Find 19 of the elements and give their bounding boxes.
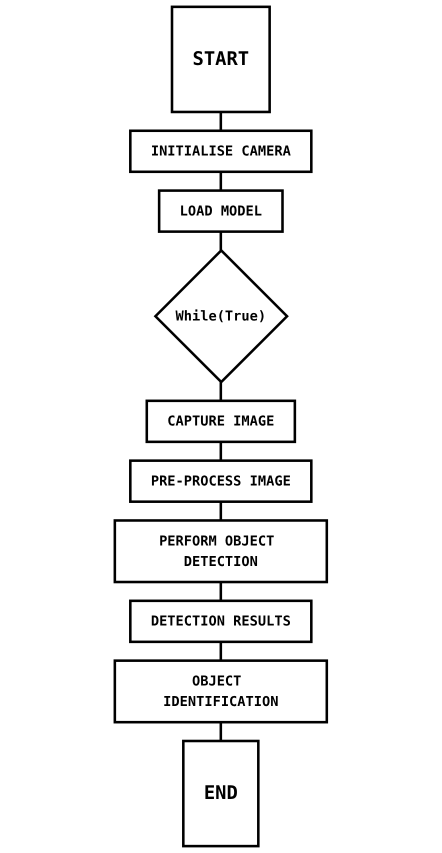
connector: [220, 442, 222, 461]
node-box: PRE-PROCESS IMAGE: [129, 459, 313, 503]
node-box: INITIALISE CAMERA: [129, 130, 313, 174]
connector: [220, 232, 222, 250]
connector: [220, 722, 222, 741]
node-box: CAPTURE IMAGE: [146, 400, 296, 444]
connector: [220, 172, 222, 191]
connector: [220, 502, 222, 520]
node-box: OBJECT IDENTIFICATION: [114, 659, 328, 724]
node-diamond: While(True): [154, 248, 290, 384]
node-box: LOAD MODEL: [158, 189, 284, 233]
connector: [220, 582, 222, 601]
connector: [220, 382, 222, 401]
node-box: PERFORM OBJECT DETECTION: [114, 519, 328, 584]
node-box: START: [170, 6, 272, 114]
connector: [220, 112, 222, 131]
connector: [220, 642, 222, 661]
node-box: END: [182, 740, 260, 848]
node-box: DETECTION RESULTS: [129, 600, 313, 644]
